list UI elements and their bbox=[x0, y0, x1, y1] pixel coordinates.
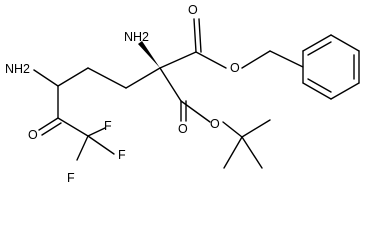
bond-tbu-down-left bbox=[223, 136, 243, 169]
bond-c3-o-2 bbox=[41, 122, 62, 136]
bond-top-ester-carbonyl-1 bbox=[193, 18, 197, 53]
ring-inner-bond-3 bbox=[307, 78, 332, 93]
bond-ch2-phenyl bbox=[269, 50, 304, 68]
ester-top-oxygen-label: O bbox=[230, 61, 240, 75]
bond-quaternary-top-ester bbox=[159, 51, 197, 69]
bond-cf3-f-left bbox=[76, 135, 89, 161]
bond-c3-o-1 bbox=[38, 117, 59, 131]
ring-bond-4 bbox=[330, 82, 360, 100]
bond-quaternary-bottom-ester bbox=[159, 67, 182, 102]
bond-top-o-ch2 bbox=[241, 50, 271, 69]
atom-labels: NH2 NH2 O F F F O O O O bbox=[5, 3, 240, 185]
bond-c6-quaternary bbox=[125, 67, 161, 89]
ketone-oxygen-label: O bbox=[28, 128, 38, 142]
ring-bond-5 bbox=[302, 82, 332, 100]
bond-cf3-f-top bbox=[87, 127, 106, 137]
chemical-structure-diagram: NH2 NH2 O F F F O O O O bbox=[5, 3, 360, 185]
bond-top-ester-o bbox=[195, 51, 227, 69]
bond-c5-c6 bbox=[87, 67, 127, 89]
fluorine-label-3: F bbox=[118, 148, 126, 162]
amine-label-left: NH2 bbox=[5, 62, 30, 76]
ester-bottom-oxygen-label: O bbox=[210, 117, 220, 131]
benzene-ring bbox=[302, 34, 360, 100]
stereo-wedge bbox=[138, 41, 160, 68]
ring-inner-bond-1 bbox=[307, 41, 332, 56]
bond-c4-nh2 bbox=[33, 69, 59, 87]
bond-bottom-o-tbu bbox=[222, 121, 243, 138]
amine-label-top: NH2 bbox=[124, 30, 149, 44]
bond-c3-c2 bbox=[57, 117, 89, 137]
ring-bond-1 bbox=[302, 34, 332, 52]
bond-tbu-up bbox=[241, 119, 271, 138]
main-skeleton bbox=[33, 18, 304, 169]
bond-top-ester-carbonyl-2 bbox=[198, 18, 202, 53]
ring-bond-2 bbox=[330, 34, 360, 52]
fluorine-label-1: F bbox=[104, 119, 112, 133]
bond-bottom-ester-o bbox=[180, 100, 211, 123]
bond-cf3-f-right bbox=[87, 135, 115, 155]
fluorine-label-2: F bbox=[67, 171, 75, 185]
ester-top-carbonyl-label: O bbox=[188, 3, 198, 17]
bond-c4-c5 bbox=[57, 67, 89, 87]
bond-tbu-down-right bbox=[241, 136, 263, 169]
ester-bottom-carbonyl-label: O bbox=[178, 122, 188, 136]
